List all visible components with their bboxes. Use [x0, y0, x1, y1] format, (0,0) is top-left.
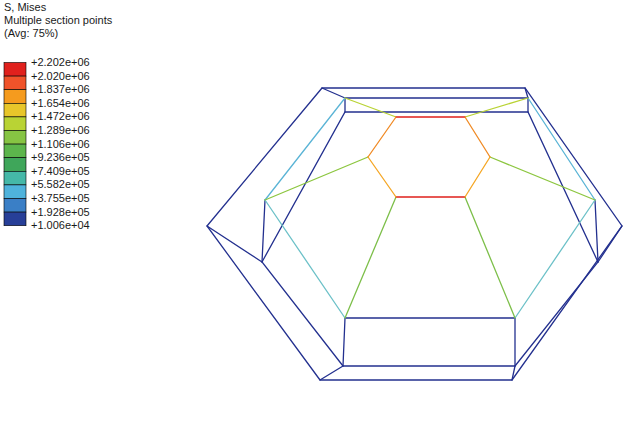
- color-band: [4, 90, 26, 104]
- legend-heading: Multiple section points: [4, 14, 112, 27]
- middle-ring: [265, 98, 595, 318]
- legend-value: +1.289e+06: [31, 124, 90, 137]
- color-band: [4, 117, 26, 131]
- color-band: [4, 199, 26, 213]
- outer-ring: [207, 88, 622, 380]
- posts: [207, 88, 622, 380]
- legend-heading: S, Mises: [4, 1, 46, 14]
- legend-value: +2.020e+06: [31, 70, 90, 83]
- lower-ring: [262, 112, 598, 366]
- legend-value: +5.582e+05: [31, 178, 90, 191]
- color-band: [4, 158, 26, 172]
- struts: [265, 98, 595, 318]
- legend-value: +1.837e+06: [31, 83, 90, 96]
- color-band: [4, 63, 26, 77]
- color-band: [4, 76, 26, 90]
- color-band: [4, 171, 26, 185]
- legend-value: +1.654e+06: [31, 97, 90, 110]
- legend-value: +3.755e+05: [31, 192, 90, 205]
- color-band: [4, 185, 26, 199]
- color-band: [4, 131, 26, 145]
- legend-value: +1.472e+06: [31, 110, 90, 123]
- legend-heading: (Avg: 75%): [4, 27, 58, 40]
- legend-value: +1.006e+04: [31, 219, 90, 232]
- inner-ring: [368, 117, 490, 197]
- color-bar: [4, 63, 26, 226]
- legend-value: +1.928e+05: [31, 206, 90, 219]
- legend-value: +2.202e+06: [31, 56, 90, 69]
- color-band: [4, 103, 26, 117]
- frame-structure: [207, 88, 622, 380]
- color-band: [4, 144, 26, 158]
- legend-value: +9.236e+05: [31, 151, 90, 164]
- legend-value: +1.106e+06: [31, 138, 90, 151]
- color-band: [4, 212, 26, 226]
- legend-value: +7.409e+05: [31, 165, 90, 178]
